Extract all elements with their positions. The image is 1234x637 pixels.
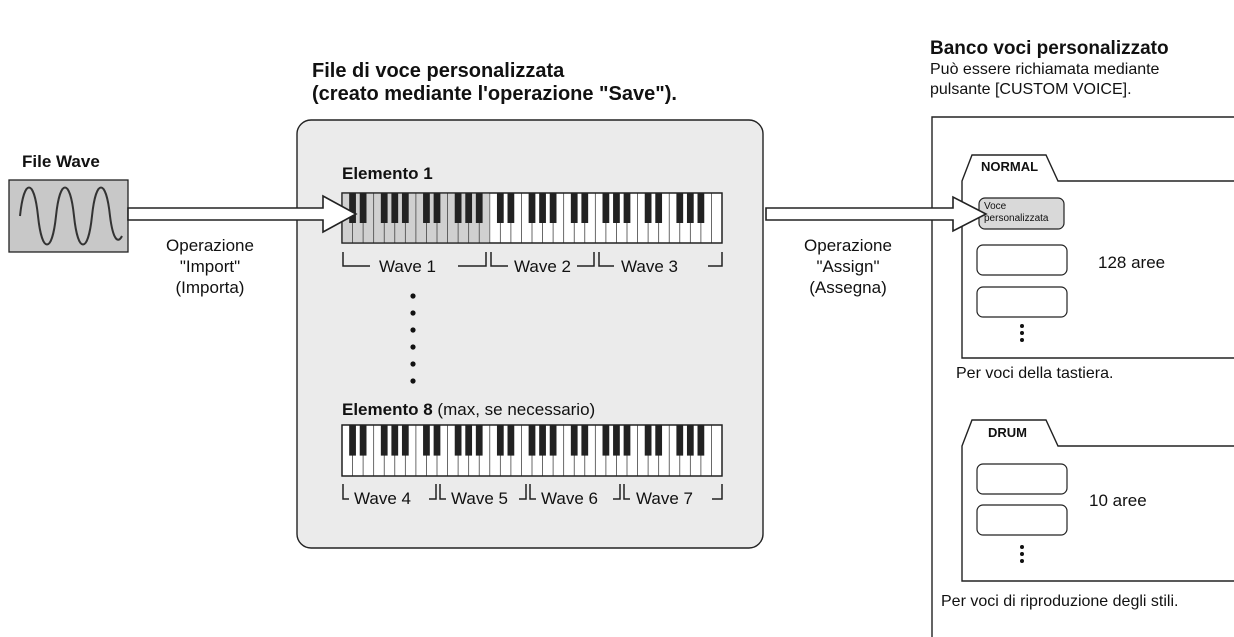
wave-2-label: Wave 2: [514, 257, 572, 276]
drum-folder: [961, 419, 1234, 582]
file-title-line2: (creato mediante l'operazione "Save").: [312, 83, 677, 105]
drum-tab-label: DRUM: [988, 425, 1027, 440]
assign-operation-label-line2: "Assign": [816, 257, 880, 276]
normal-slot: [976, 286, 1068, 318]
wave-brackets-element-1: [342, 252, 723, 267]
element-1-label: Elemento 1: [342, 164, 433, 183]
import-arrow: [127, 194, 358, 234]
normal-tab-label: NORMAL: [981, 159, 1039, 174]
assign-operation-label-line1: Operazione: [804, 236, 892, 255]
normal-more-slots-dots: [1020, 324, 1024, 342]
wave-1-label: Wave 1: [379, 257, 437, 276]
file-title-line1: File di voce personalizzata: [312, 60, 565, 82]
bank-description-line2: pulsante [CUSTOM VOICE].: [930, 81, 1132, 98]
bank-title: Banco voci personalizzato: [930, 38, 1169, 59]
more-elements-dots: [410, 293, 416, 384]
bank-description-line1: Può essere richiamata mediante: [930, 61, 1160, 78]
custom-voice-bank-frame: [931, 116, 1234, 637]
custom-voice-file-panel: [296, 119, 764, 549]
custom-voice-slot-line1: Voce: [984, 201, 1007, 212]
drum-slot: [976, 463, 1068, 495]
wave-3-label: Wave 3: [621, 257, 679, 276]
element-8-label-note: (max, se necessario): [432, 400, 596, 419]
drum-caption: Per voci di riproduzione degli stili.: [941, 593, 1179, 610]
keyboard-element-8: [341, 424, 723, 477]
assign-arrow: [765, 195, 988, 233]
element-8-label-bold: Elemento 8: [342, 400, 433, 419]
wave-7-label: Wave 7: [636, 489, 694, 508]
assign-operation-label-line3: (Assegna): [809, 278, 887, 297]
wave-brackets-element-8: [342, 484, 723, 500]
drum-area-count: 10 aree: [1089, 491, 1147, 510]
normal-caption: Per voci della tastiera.: [956, 365, 1114, 382]
drum-slot: [976, 504, 1068, 536]
wave-file-icon: [8, 179, 129, 253]
import-operation-label-line2: "Import": [179, 257, 241, 276]
wave-file-label: File Wave: [22, 152, 100, 171]
custom-voice-slot-line2: personalizzata: [984, 213, 1049, 224]
wave-6-label: Wave 6: [541, 489, 599, 508]
import-operation-label-line1: Operazione: [166, 236, 254, 255]
wave-4-label: Wave 4: [354, 489, 412, 508]
import-operation-label-line3: (Importa): [175, 278, 245, 297]
keyboard-element-1: [341, 192, 723, 244]
normal-area-count: 128 aree: [1098, 253, 1166, 272]
wave-5-label: Wave 5: [451, 489, 509, 508]
element-8-label: Elemento 8 (max, se necessario): [342, 400, 595, 420]
drum-more-slots-dots: [1020, 545, 1024, 563]
normal-slot: [976, 244, 1068, 276]
